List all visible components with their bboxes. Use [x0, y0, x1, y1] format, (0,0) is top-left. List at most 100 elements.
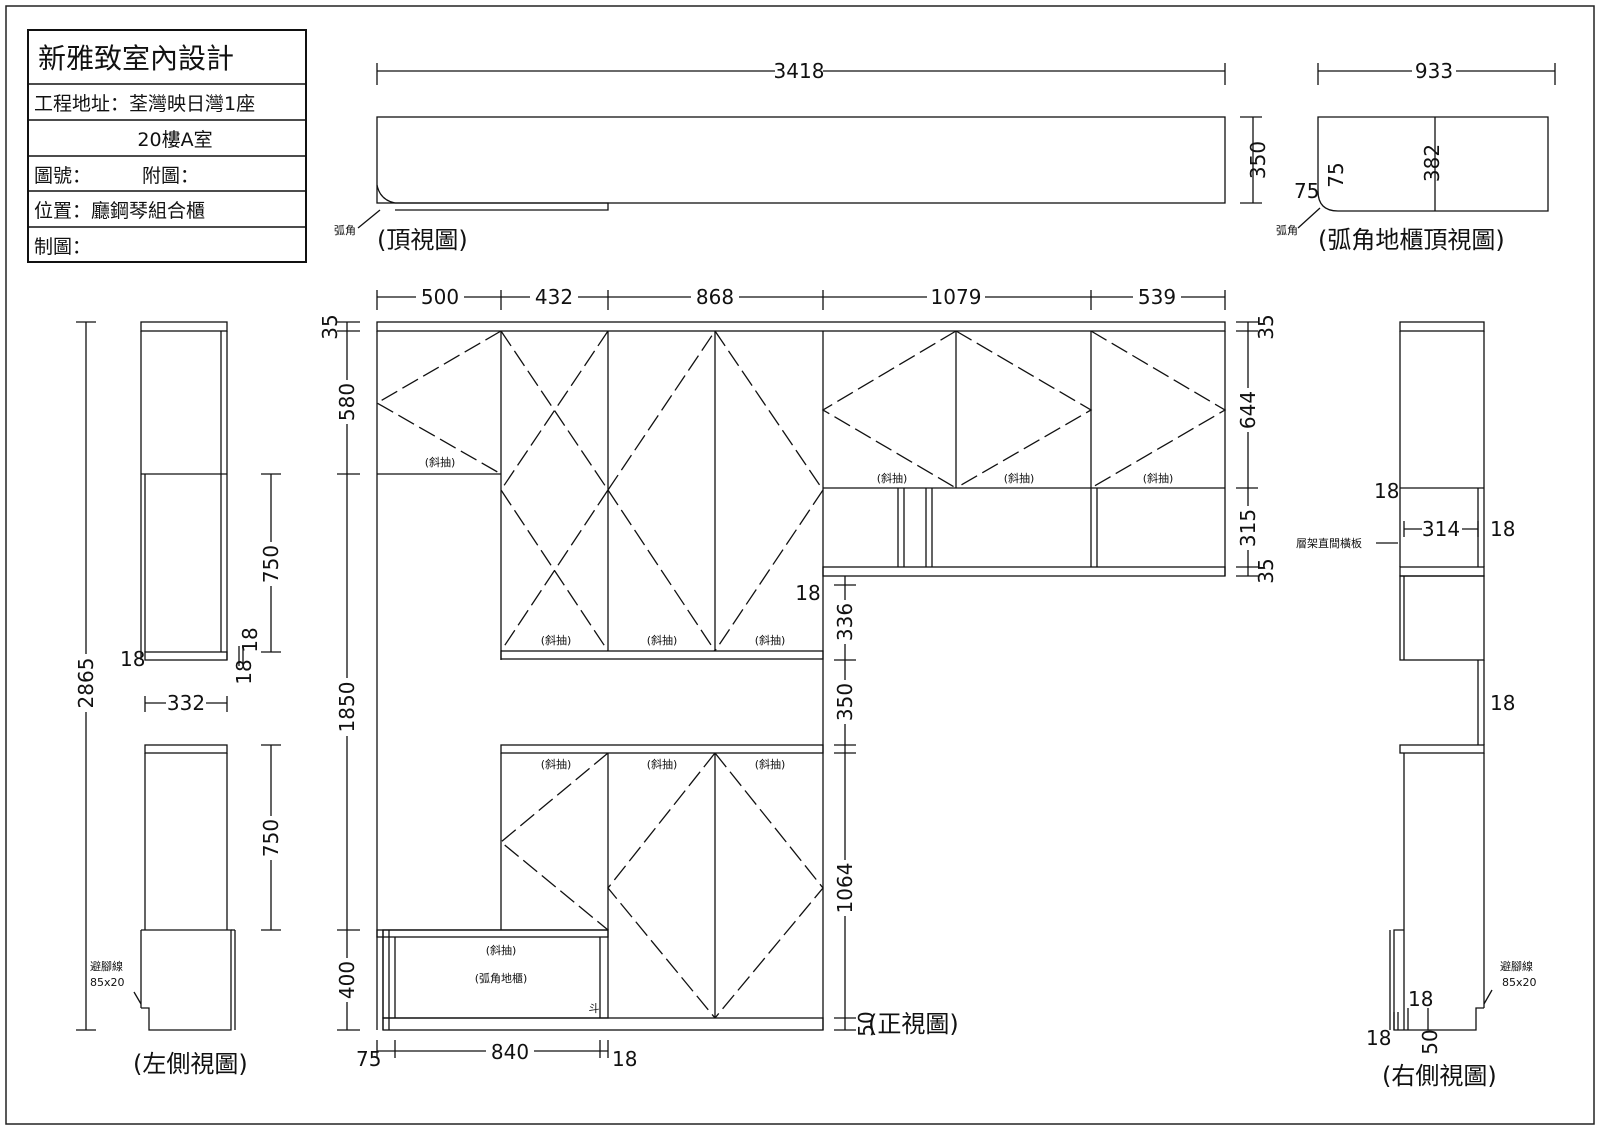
- right-dim-4: 18: [1408, 987, 1433, 1011]
- left-total-height: 2865: [74, 658, 98, 709]
- side-shelf: [144, 651, 228, 661]
- front-right-h-3: 315: [1236, 509, 1260, 547]
- front-right-h-4: 35: [1254, 558, 1278, 583]
- dim-text-mask: [166, 692, 206, 714]
- drawer-label: (斜抽): [647, 633, 678, 647]
- leader-line: [357, 209, 381, 229]
- drawer-label: (斜抽): [647, 757, 678, 771]
- leader-line: [1297, 207, 1321, 229]
- top-view: [357, 63, 1262, 229]
- front-width-4: 1079: [931, 285, 982, 309]
- front-left-h-1: 35: [318, 314, 342, 339]
- top-view-width-dim: 3418: [774, 59, 825, 83]
- top-view-caption: (頂視圖): [377, 226, 468, 254]
- door-swing: [714, 752, 824, 1019]
- front-bottom-dim-1: 75: [356, 1047, 381, 1071]
- dim-text-mask: [338, 678, 358, 736]
- left-panel-a: 18: [120, 647, 145, 671]
- front-left-h-4: 400: [335, 961, 359, 999]
- front-mid-h-5: 50: [854, 1011, 878, 1036]
- left-toe-note-2: 85x20: [90, 976, 125, 989]
- dim-text-mask: [775, 60, 823, 82]
- dim-text-mask: [836, 680, 856, 724]
- dim-text-mask: [1412, 60, 1456, 82]
- dim-text-mask: [77, 654, 97, 712]
- top-view-corner-arc: [376, 184, 609, 211]
- door-swing: [955, 330, 1093, 489]
- dim-text-mask: [927, 286, 985, 308]
- dim-text-mask: [1239, 388, 1259, 432]
- top-view-corner-note: 弧角: [334, 223, 356, 237]
- left-side-caption: (左側視圖): [133, 1050, 248, 1078]
- door-swing: [500, 330, 609, 652]
- dim-text-mask: [338, 958, 358, 1002]
- shelf-panel: [500, 744, 824, 754]
- door-swing: [375, 330, 502, 475]
- right-dim-1: 18: [1374, 479, 1399, 503]
- corner-base-top: [376, 929, 609, 938]
- dim-text-mask: [691, 286, 739, 308]
- drawing-number-label: 圖號：: [34, 165, 91, 187]
- attached-drawing-label: 附圖：: [142, 165, 199, 187]
- dim-text-mask: [416, 286, 464, 308]
- front-width-1: 500: [421, 285, 459, 309]
- top-view-outline: [376, 116, 1226, 204]
- leader-line: [133, 991, 142, 1005]
- front-width-5: 539: [1138, 285, 1176, 309]
- dim-text-mask: [262, 816, 282, 860]
- door-swing: [714, 330, 824, 652]
- dim-text-mask: [338, 380, 358, 424]
- drawer-label: (斜抽): [755, 757, 786, 771]
- door-swing: [821, 330, 957, 489]
- dim-text-mask: [836, 860, 856, 916]
- drawer-label: (斜抽): [541, 757, 572, 771]
- right-side-view: [1376, 321, 1493, 1031]
- right-shelf-label: 層架直間橫板: [1296, 536, 1362, 550]
- drawer-label: (斜抽): [486, 943, 517, 957]
- drawer-label: (斜抽): [755, 633, 786, 647]
- front-bottom-dim-3: 18: [612, 1047, 637, 1071]
- front-mid-h-4: 1064: [833, 863, 857, 914]
- right-dim-5: 18: [1366, 1026, 1391, 1050]
- side-mid-box: [1399, 575, 1485, 661]
- drawer-label: (斜抽): [425, 455, 456, 469]
- door-swing: [1090, 330, 1227, 489]
- sheet-border: [5, 5, 1595, 1125]
- address-line2: 20樓A室: [137, 129, 212, 151]
- dim-text-mask: [836, 600, 856, 644]
- corner-radius-v: 75: [1324, 162, 1348, 187]
- right-dim-6: 50: [1418, 1029, 1442, 1054]
- door-swing: [499, 752, 609, 931]
- side-top-cap: [1399, 321, 1485, 332]
- dim-text-mask: [486, 1040, 534, 1062]
- side-top-cap: [140, 321, 228, 332]
- dim-text-mask: [530, 286, 578, 308]
- drawn-by-label: 制圖：: [34, 236, 91, 258]
- drawer-label: (斜抽): [1004, 471, 1035, 485]
- front-mid-h-3: 350: [833, 683, 857, 721]
- handle-mark: 斗: [589, 1002, 600, 1015]
- company-name: 新雅致室內設計: [38, 42, 234, 75]
- left-upper-height: 750: [259, 545, 283, 583]
- door-swing: [607, 752, 716, 1019]
- top-crown-panel: [376, 321, 1226, 332]
- front-view: [337, 290, 1258, 1058]
- dim-text-mask: [262, 542, 282, 586]
- plinth: [382, 1017, 824, 1031]
- side-lower-cap: [144, 744, 228, 754]
- right-upper-bottom-panel: [822, 566, 1226, 577]
- left-panel-b: 18: [238, 627, 262, 652]
- left-panel-c: 18: [232, 659, 256, 684]
- door-swing: [607, 330, 716, 652]
- corner-cabinet-label: (弧角地櫃): [475, 971, 528, 985]
- right-side-caption: (右側視圖): [1382, 1062, 1497, 1090]
- side-lower-cap: [1399, 744, 1485, 754]
- location-label: 位置：廳鋼琴組合櫃: [34, 200, 205, 222]
- side-shelf: [1399, 566, 1485, 577]
- front-bottom-dim-2: 840: [491, 1040, 529, 1064]
- dim-text-mask: [1239, 506, 1259, 550]
- top-view-depth-dim: 350: [1246, 141, 1270, 179]
- door-swing: [500, 330, 609, 652]
- right-toe-note-1: 避腳線: [1500, 959, 1533, 973]
- side-base: [141, 929, 232, 1031]
